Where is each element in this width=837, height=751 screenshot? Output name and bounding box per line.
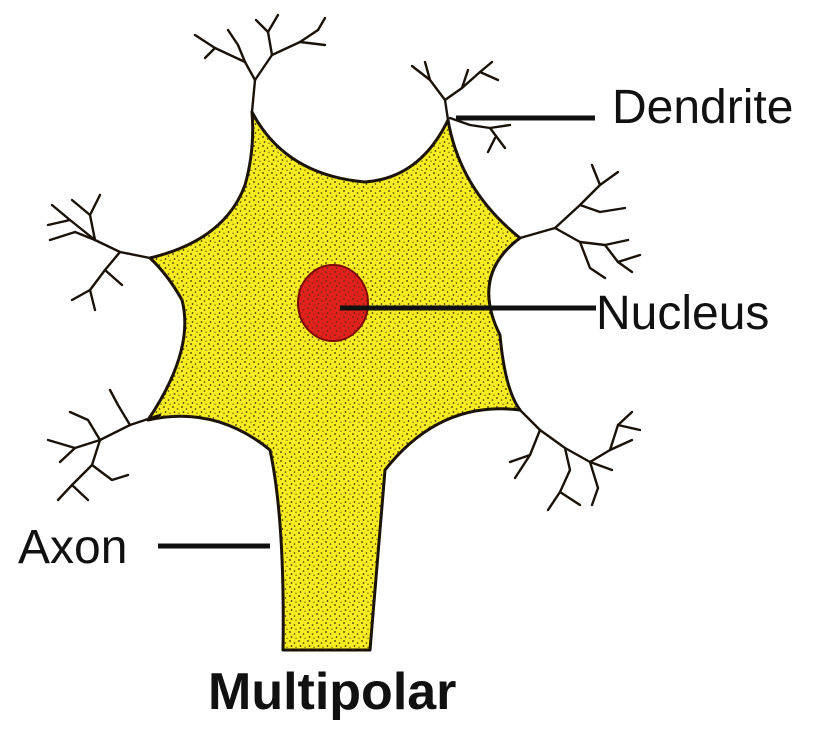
dendrite-bottom-left: [46, 388, 162, 502]
axon-label: Axon: [18, 521, 128, 574]
dendrite-bottom-right: [508, 408, 642, 512]
cell-body-stipple: [148, 112, 520, 650]
nucleus-label: Nucleus: [596, 287, 770, 340]
dendrite-top-right: [410, 60, 512, 154]
nucleus-stipple: [299, 266, 367, 340]
dendrite-top-left: [193, 13, 327, 114]
dendrite-label: Dendrite: [612, 81, 794, 134]
dendrite-right: [518, 163, 642, 280]
dendrites: [46, 13, 642, 512]
leader-lines: [158, 115, 596, 549]
diagram-title: Multipolar: [208, 663, 457, 721]
dendrite-left: [46, 193, 152, 312]
